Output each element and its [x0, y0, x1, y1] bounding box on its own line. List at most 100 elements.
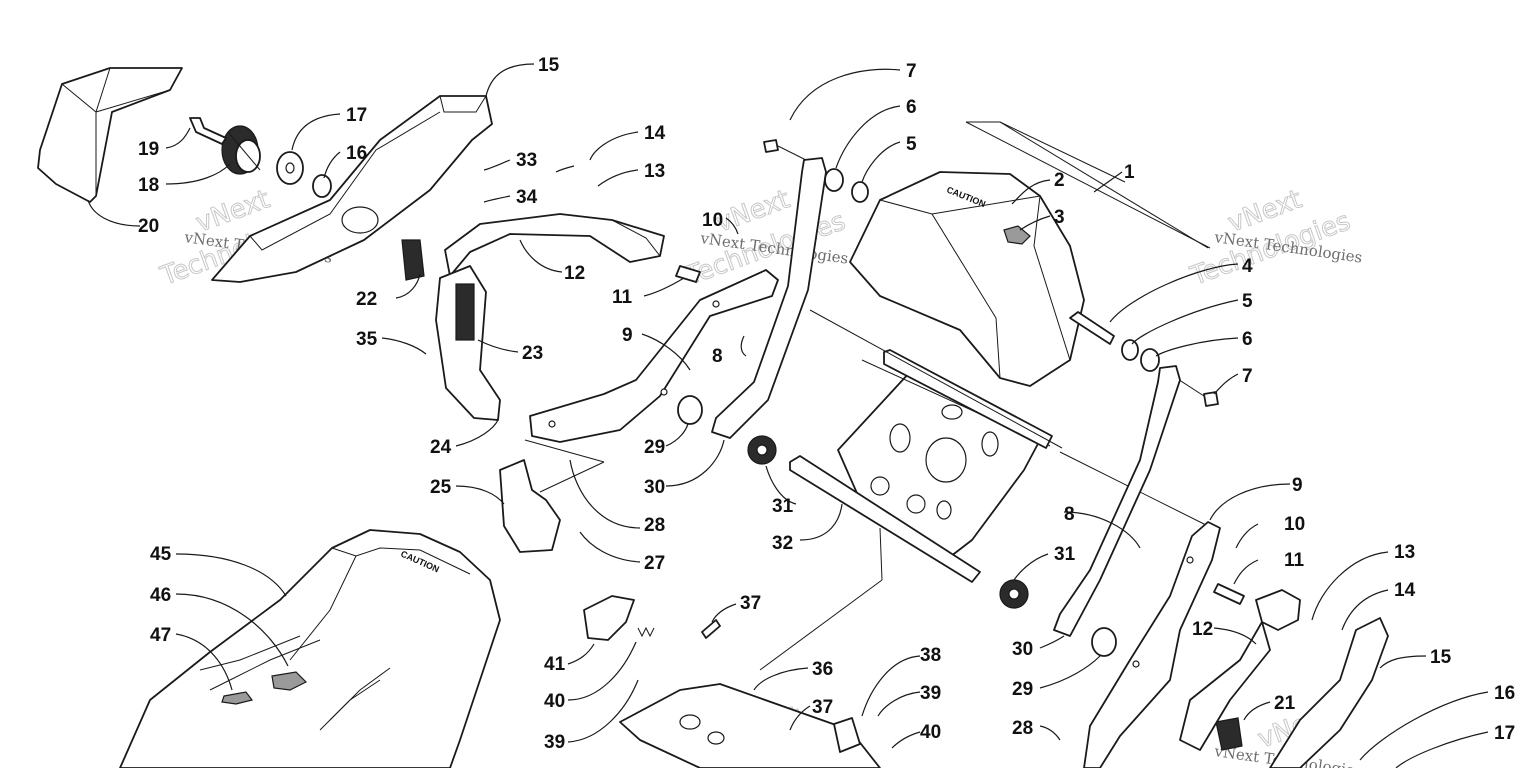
- washer-part-6-right: [1140, 348, 1160, 372]
- callout-13-left: 13: [644, 161, 665, 182]
- callout-1: 1: [1124, 162, 1135, 183]
- pin-part-11-left: [675, 265, 701, 283]
- watermark-right: vNext Technologies vNext Technologies: [1186, 184, 1364, 293]
- callout-37-top: 37: [740, 593, 761, 614]
- clip-part-21: [1215, 717, 1243, 751]
- callout-40-right: 40: [920, 722, 941, 743]
- callout-27: 27: [644, 553, 665, 574]
- callout-35: 35: [356, 329, 378, 350]
- callout-2: 2: [1054, 170, 1065, 191]
- callout-9-left: 9: [622, 325, 633, 346]
- callout-15-right: 15: [1430, 647, 1452, 668]
- callout-31-left: 31: [772, 496, 794, 517]
- callout-21: 21: [1274, 693, 1296, 714]
- leader-lines: [87, 63, 1489, 768]
- callout-8-right: 8: [1064, 504, 1075, 525]
- callout-6-right: 6: [1242, 329, 1253, 350]
- callout-15-left: 15: [538, 55, 560, 76]
- callout-7-top: 7: [906, 61, 917, 82]
- pin-part-19: [189, 117, 227, 145]
- callout-8-left: 8: [712, 346, 723, 367]
- callout-19: 19: [138, 139, 159, 160]
- callout-16-left: 16: [346, 143, 367, 164]
- callout-labels: 1 2 3 4 5 5 6 6 7 7 8 8 9 9 10 10 11 11 …: [138, 55, 1515, 753]
- washer-part-31-right: [999, 579, 1029, 609]
- washer-part-31-left: [747, 435, 777, 465]
- callout-34: 34: [516, 187, 538, 208]
- callout-29-left: 29: [644, 437, 665, 458]
- pin-part-37-top: [701, 619, 721, 639]
- callout-29-right: 29: [1012, 679, 1033, 700]
- callout-46: 46: [150, 585, 171, 606]
- callout-31-right: 31: [1054, 544, 1076, 565]
- callout-24: 24: [430, 437, 452, 458]
- backrest-part-2: CAUTION: [849, 171, 1085, 387]
- seat-part-45: CAUTION: [119, 529, 501, 768]
- callout-41: 41: [544, 654, 566, 675]
- callout-10-left: 10: [702, 210, 723, 231]
- plate-part-9-right: [1083, 521, 1221, 768]
- frame-part-32: [789, 309, 1213, 583]
- knob-part-18: [221, 125, 261, 175]
- callout-12-left: 12: [564, 263, 585, 284]
- callout-28-right: 28: [1012, 718, 1033, 739]
- callout-12-right: 12: [1192, 619, 1213, 640]
- callout-13-right: 13: [1394, 542, 1415, 563]
- callout-45: 45: [150, 544, 172, 565]
- latch-part-38: [833, 717, 861, 753]
- callout-17-left: 17: [346, 105, 367, 126]
- washer-part-6-top: [824, 168, 844, 192]
- callout-30-left: 30: [644, 477, 665, 498]
- latch-part-41: [583, 595, 635, 641]
- callout-37-bottom: 37: [812, 697, 833, 718]
- callout-7-right: 7: [1242, 366, 1253, 387]
- washer-part-16: [312, 174, 332, 198]
- handle-part-12-right: [1179, 589, 1301, 751]
- callout-36: 36: [812, 659, 833, 680]
- assembly-brackets: [524, 121, 1211, 671]
- washer-part-29-right: [1091, 627, 1117, 657]
- washer-part-5-top: [851, 181, 869, 203]
- strut-part-30-left: [711, 157, 827, 439]
- callout-4: 4: [1242, 256, 1253, 277]
- washer-part-5-right: [1121, 339, 1139, 361]
- bolt-part-7-top: [763, 139, 807, 161]
- callout-28-left: 28: [644, 515, 665, 536]
- mount-part-25: [499, 459, 561, 553]
- bracket-part-15-right: [1269, 617, 1389, 768]
- callout-6-top: 6: [906, 97, 917, 118]
- callout-5-right: 5: [1242, 291, 1253, 312]
- spring-part-40: [637, 626, 655, 638]
- callout-39-right: 39: [920, 683, 941, 704]
- callout-3: 3: [1054, 207, 1065, 228]
- plate-part-9-left: [529, 269, 779, 443]
- washer-part-17: [276, 151, 304, 185]
- callout-20: 20: [138, 216, 159, 237]
- callout-11-left: 11: [612, 287, 633, 308]
- callout-32: 32: [772, 533, 793, 554]
- handle-part-12: [444, 213, 665, 277]
- callout-17-right: 17: [1494, 723, 1515, 744]
- bracket-part-36: [619, 683, 881, 768]
- bracket-part-24: [435, 265, 501, 421]
- callout-47: 47: [150, 625, 171, 646]
- callout-14-left: 14: [644, 123, 666, 144]
- callout-11-right: 11: [1284, 550, 1305, 571]
- callout-18: 18: [138, 175, 159, 196]
- strut-part-30-right: [1053, 365, 1181, 637]
- callout-10-right: 10: [1284, 514, 1305, 535]
- shaft-part-4: [1069, 311, 1115, 345]
- callout-30-right: 30: [1012, 639, 1033, 660]
- callout-38: 38: [920, 645, 941, 666]
- washer-part-29-left: [677, 395, 703, 425]
- callout-5-top: 5: [906, 134, 917, 155]
- callout-39-left: 39: [544, 732, 565, 753]
- bracket-part-15-left: [211, 95, 493, 283]
- callout-9-right: 9: [1292, 475, 1303, 496]
- callout-40-left: 40: [544, 691, 565, 712]
- callout-22: 22: [356, 289, 377, 310]
- callout-16-right: 16: [1494, 683, 1515, 704]
- callout-33: 33: [516, 150, 537, 171]
- clip-part-22: [401, 239, 425, 281]
